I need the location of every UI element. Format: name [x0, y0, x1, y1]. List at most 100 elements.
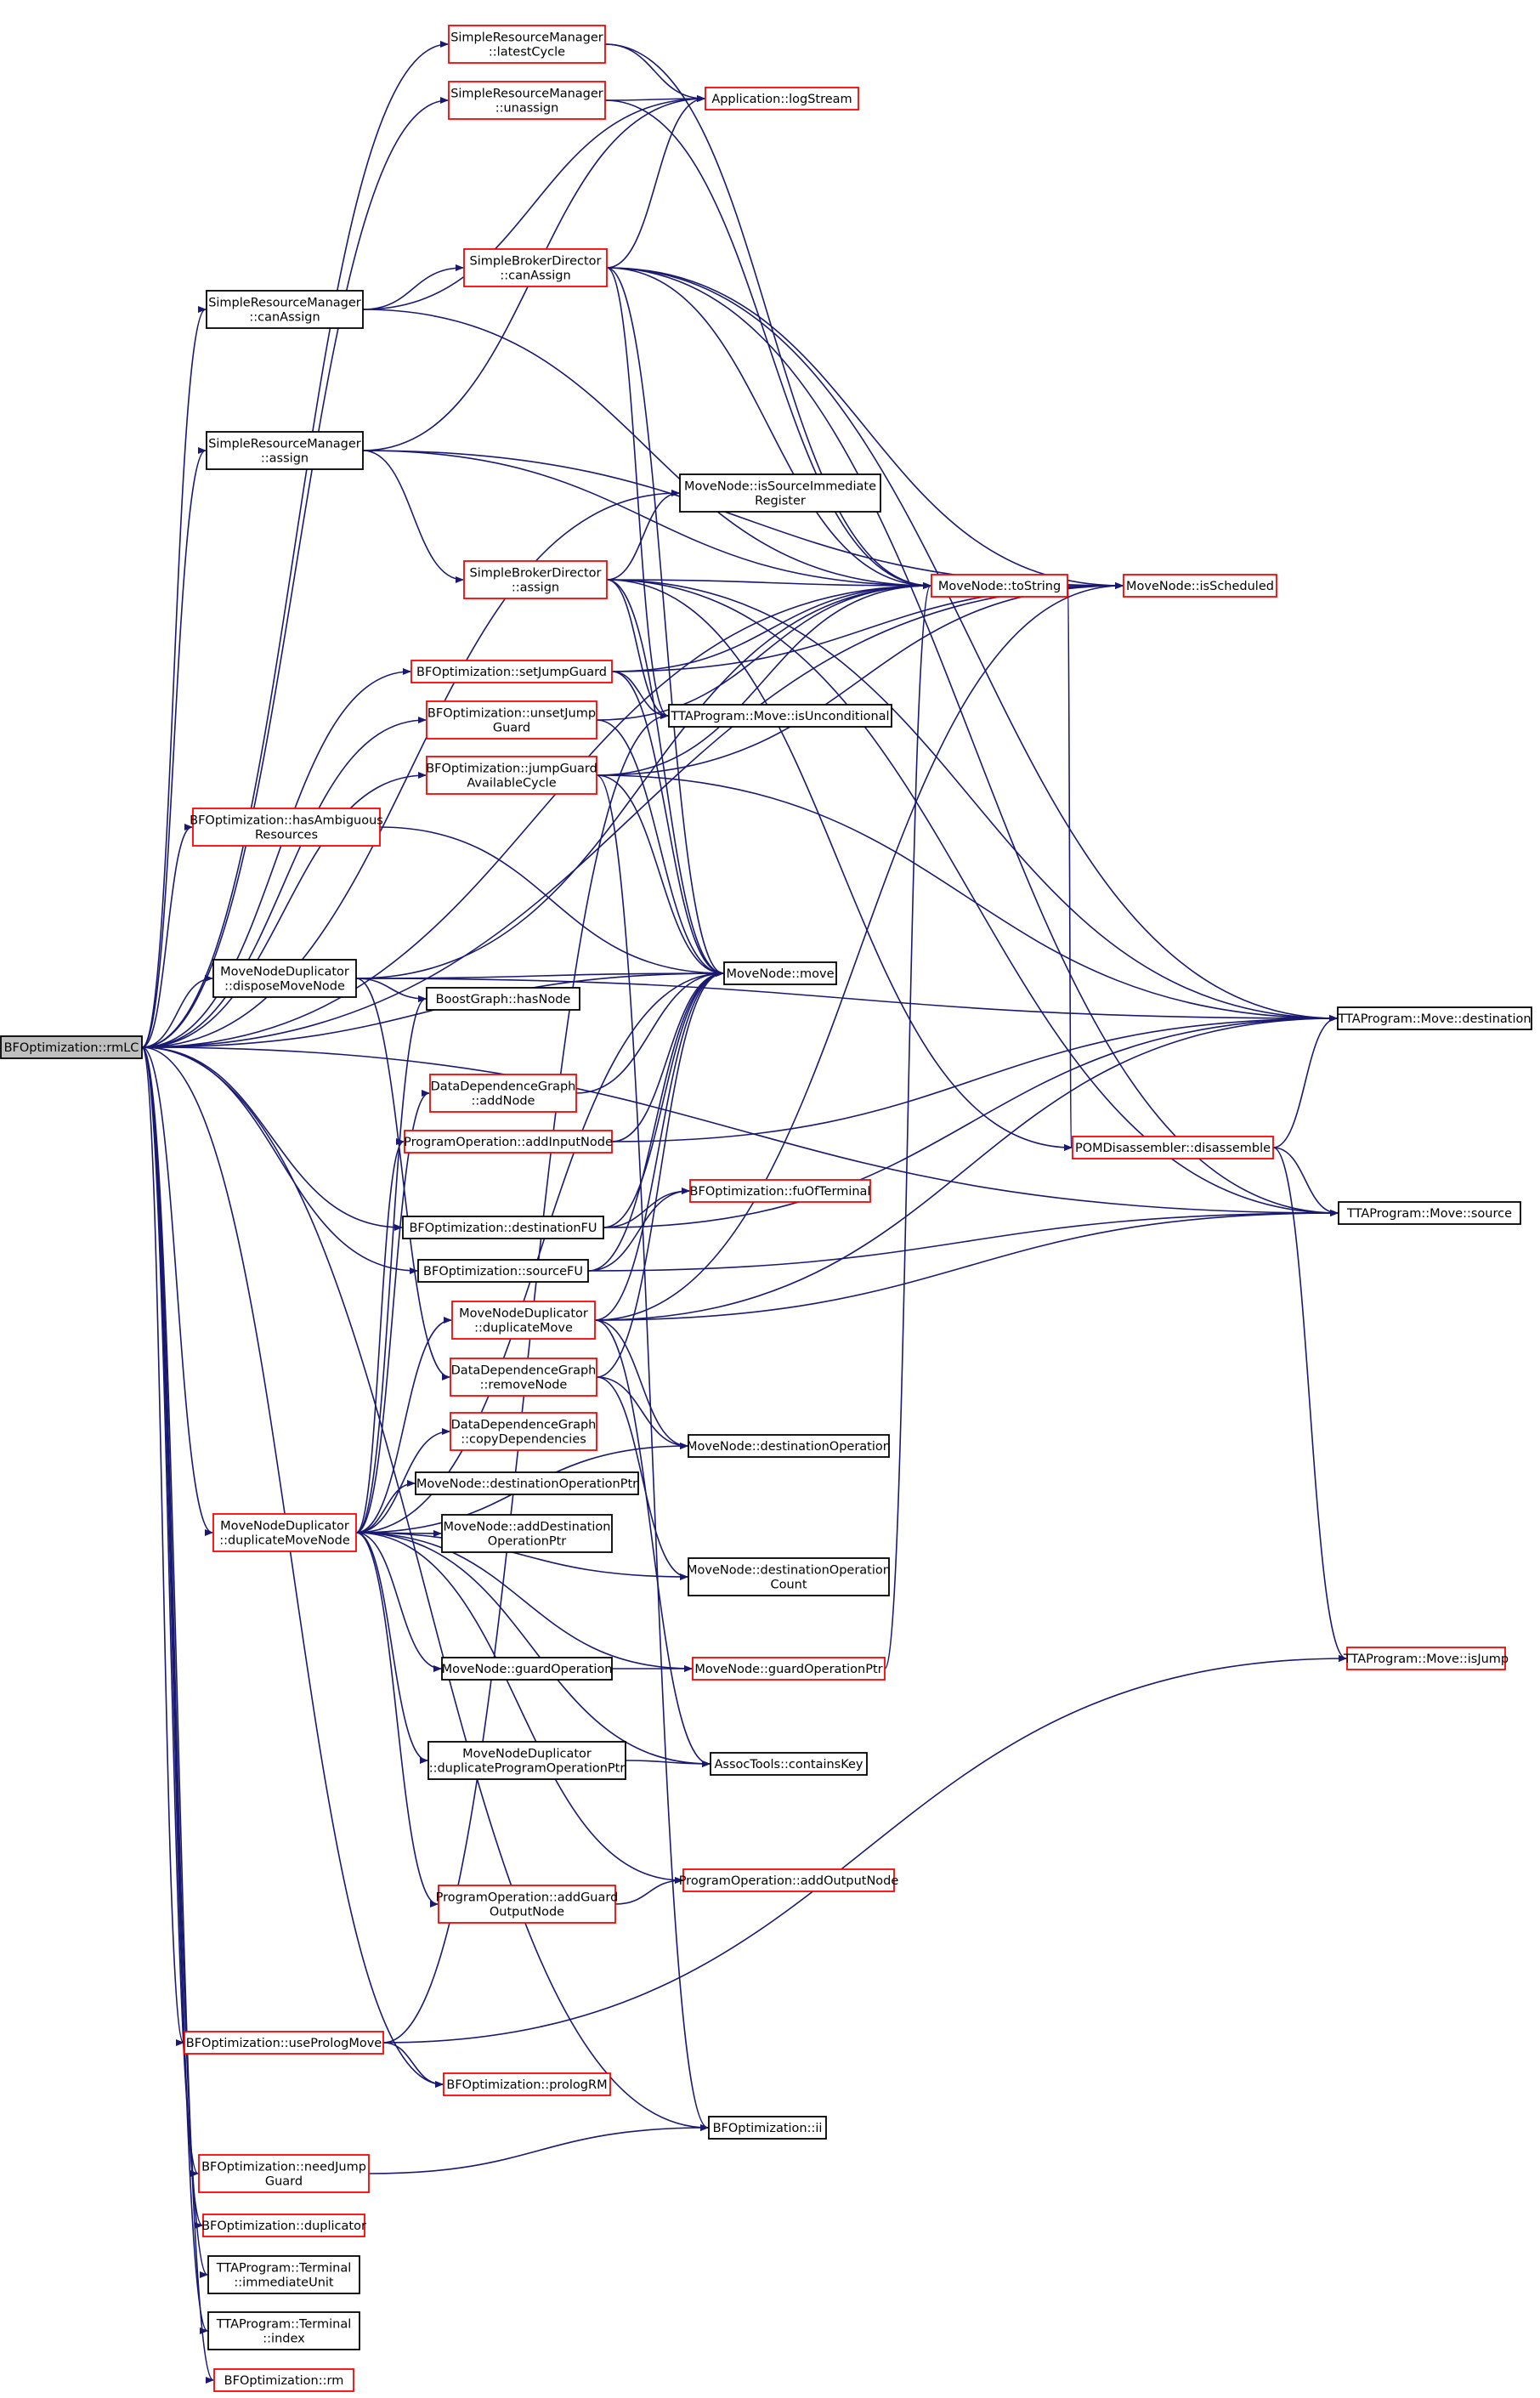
node-label: ProgramOperation::addGuard	[436, 1891, 619, 1905]
node-ddg_addnode[interactable]: DataDependenceGraph::addNode	[429, 1074, 577, 1113]
edge-sbd_assign-to-tta_source	[606, 579, 1339, 1216]
node-srm_unassign[interactable]: SimpleResourceManager::unassign	[448, 81, 606, 120]
node-box	[1123, 574, 1277, 598]
edge-mnd_dupmove-to-assoc_contains	[594, 1319, 711, 1767]
edge-srm_latest-to-mn_tostring	[604, 43, 931, 589]
node-bf_ii[interactable]: BFOptimization::ii	[708, 2116, 827, 2140]
node-tta_isuncond[interactable]: TTAProgram::Move::isUnconditional	[668, 704, 892, 728]
node-po_addinput[interactable]: ProgramOperation::addInputNode	[404, 1130, 613, 1154]
node-label: MoveNodeDuplicator	[459, 1307, 588, 1321]
node-app_log[interactable]: Application::logStream	[705, 87, 859, 111]
node-mn_move[interactable]: MoveNode::move	[723, 961, 837, 985]
node-srm_latest[interactable]: SimpleResourceManager::latestCycle	[448, 25, 606, 64]
node-mnd_dupmove[interactable]: MoveNodeDuplicator::duplicateMove	[451, 1301, 596, 1340]
node-pom_disasm[interactable]: POMDisassembler::disassemble	[1072, 1136, 1274, 1159]
edge-bf_destfu-to-tta_dest	[603, 1015, 1338, 1228]
node-label: AvailableCycle	[467, 777, 556, 791]
node-mnd_dispose[interactable]: MoveNodeDuplicator::disposeMoveNode	[212, 959, 357, 998]
node-mn_guardopptr[interactable]: MoveNode::guardOperationPtr	[692, 1657, 886, 1681]
edge-mnd_dispose-to-mn_tostring	[355, 582, 931, 979]
node-bg_hasnode[interactable]: BoostGraph::hasNode	[426, 987, 580, 1011]
node-label: SimpleResourceManager	[450, 31, 603, 45]
edge-ddg_addnode-to-mn_move	[575, 970, 724, 1094]
node-bf_rm[interactable]: BFOptimization::rm	[213, 2368, 354, 2392]
node-bf_duplicator[interactable]: BFOptimization::duplicator	[201, 2214, 366, 2237]
node-label: DataDependenceGraph	[451, 1419, 597, 1432]
node-label: SimpleResourceManager	[208, 297, 361, 310]
node-label: Register	[755, 495, 806, 508]
node-box	[207, 2311, 360, 2350]
node-box	[723, 961, 837, 985]
node-box	[448, 81, 606, 120]
node-label: ProgramOperation::addInputNode	[404, 1136, 613, 1149]
edge-sbd_canassign-to-mn_issched	[606, 267, 1124, 589]
node-bf_prologrm[interactable]: BFOptimization::prologRM	[443, 2072, 611, 2096]
node-label: BFOptimization::destinationFU	[409, 1222, 597, 1235]
node-srm_canassign[interactable]: SimpleResourceManager::canAssign	[206, 290, 364, 329]
node-box	[689, 1179, 871, 1203]
node-mn_guardop[interactable]: MoveNode::guardOperation	[441, 1657, 613, 1681]
edge-mnd_dupnode-to-bg_hasnode	[355, 995, 427, 1533]
node-tta_dest[interactable]: TTAProgram::Move::destination	[1337, 1006, 1532, 1030]
node-label: Resources	[255, 829, 318, 842]
edge-root-to-mn_issrcimm	[141, 490, 680, 1048]
node-mn_destopptr[interactable]: MoveNode::destinationOperationPtr	[415, 1471, 639, 1495]
node-mnd_dupprogop[interactable]: MoveNodeDuplicator::duplicateProgramOper…	[427, 1741, 626, 1780]
node-ddg_copydeps[interactable]: DataDependenceGraph::copyDependencies	[450, 1412, 597, 1451]
edge-root-to-bf_needjg	[141, 1046, 199, 2177]
node-sbd_canassign[interactable]: SimpleBrokerDirector::canAssign	[463, 248, 608, 287]
node-srm_assign[interactable]: SimpleResourceManager::assign	[206, 431, 364, 470]
node-box	[448, 25, 606, 64]
node-bf_srcfu[interactable]: BFOptimization::sourceFU	[417, 1259, 589, 1283]
node-root[interactable]: BFOptimization::rmLC	[0, 1035, 143, 1059]
node-mn_issched[interactable]: MoveNode::isScheduled	[1123, 574, 1277, 598]
node-box	[0, 1035, 143, 1059]
node-term_index[interactable]: TTAProgram::Terminal::index	[207, 2311, 360, 2350]
node-po_addoutput[interactable]: ProgramOperation::addOutputNode	[679, 1868, 899, 1892]
edge-po_addguard-to-po_addoutput	[614, 1877, 683, 1905]
node-mn_destop[interactable]: MoveNode::destinationOperation	[687, 1434, 891, 1458]
edge-srm_assign-to-sbd_assign	[362, 450, 464, 583]
node-sbd_assign[interactable]: SimpleBrokerDirector::assign	[463, 560, 608, 599]
node-label: TTAProgram::Move::isJump	[1343, 1653, 1509, 1666]
node-label: MoveNodeDuplicator	[220, 966, 349, 979]
node-label: BFOptimization::prologRM	[446, 2078, 607, 2092]
node-term_immunit[interactable]: TTAProgram::Terminal::immediateUnit	[207, 2255, 360, 2294]
node-label: MoveNodeDuplicator	[220, 1520, 349, 1533]
edge-bf_needjg-to-bf_ii	[368, 2124, 709, 2174]
node-assoc_contains[interactable]: AssocTools::containsKey	[710, 1752, 868, 1776]
node-label: SimpleResourceManager	[450, 88, 603, 101]
edge-root-to-bf_unsetjg	[141, 717, 427, 1048]
node-tta_source[interactable]: TTAProgram::Move::source	[1338, 1201, 1521, 1225]
node-bf_useprolog[interactable]: BFOptimization::usePrologMove	[184, 2031, 384, 2055]
node-tta_isjump[interactable]: TTAProgram::Move::isJump	[1343, 1647, 1509, 1670]
node-label: BFOptimization::setJumpGuard	[416, 666, 607, 679]
node-mnd_dupnode[interactable]: MoveNodeDuplicator::duplicateMoveNode	[212, 1513, 357, 1552]
node-box	[192, 808, 381, 847]
edge-ddg_remove-to-mn_destop	[596, 1376, 688, 1449]
node-label: Count	[770, 1579, 807, 1592]
node-bf_setjg[interactable]: BFOptimization::setJumpGuard	[410, 660, 613, 683]
node-bf_fuofterm[interactable]: BFOptimization::fuOfTerminal	[689, 1179, 871, 1203]
node-box	[438, 1885, 616, 1924]
node-label: MoveNode::toString	[938, 580, 1061, 593]
node-label: ::duplicateProgramOperationPtr	[429, 1762, 626, 1776]
node-label: SimpleResourceManager	[208, 438, 361, 451]
edge-bf_jgavail-to-bf_ii	[596, 774, 709, 2131]
edge-mnd_dupmove-to-tta_dest	[594, 1015, 1338, 1321]
node-label: MoveNode::guardOperationPtr	[694, 1663, 882, 1676]
edge-mnd_dispose-to-tta_dest	[355, 978, 1338, 1022]
node-ddg_remove[interactable]: DataDependenceGraph::removeNode	[450, 1358, 597, 1397]
node-bf_destfu[interactable]: BFOptimization::destinationFU	[402, 1216, 604, 1239]
edge-mnd_dupnode-to-ddg_copydeps	[355, 1428, 450, 1533]
node-label: ::assign	[512, 581, 559, 595]
node-mn_tostring[interactable]: MoveNode::toString	[931, 574, 1068, 598]
